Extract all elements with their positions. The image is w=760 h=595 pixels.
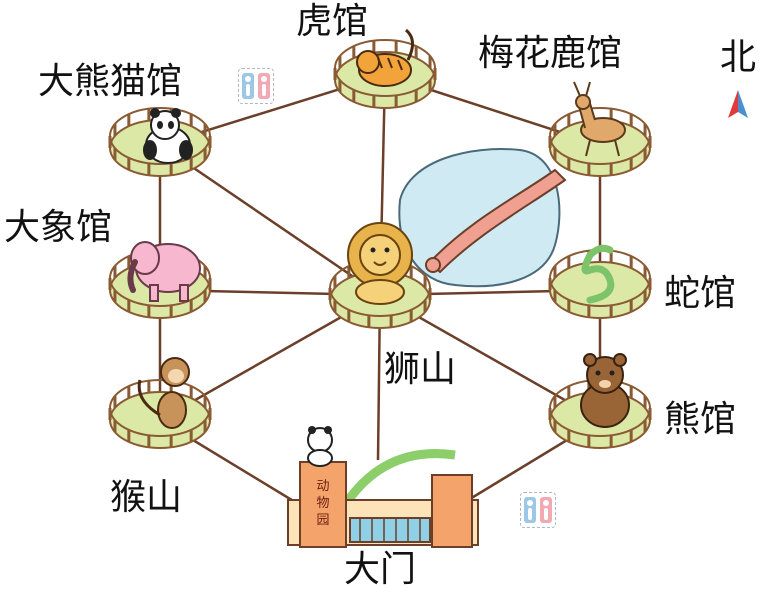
monkey-icon	[137, 357, 190, 429]
elephant-icon	[127, 241, 201, 302]
gate	[287, 426, 479, 548]
gate-sign-char: 物	[316, 496, 329, 511]
enclosure-deer	[548, 107, 652, 177]
lake	[398, 148, 561, 288]
panda-icon	[143, 108, 193, 164]
gate-sign-char: 园	[316, 513, 329, 528]
label-monkey-hill: 猴山	[110, 477, 183, 518]
gate-sign-char: 动	[316, 479, 329, 494]
label-north: 北	[720, 37, 757, 78]
label-deer-house: 梅花鹿馆	[478, 33, 623, 74]
bridge	[428, 168, 567, 274]
label-panda-house: 大熊猫馆	[38, 61, 183, 102]
deer-icon	[573, 81, 626, 157]
north-arrow-icon	[728, 90, 748, 118]
restroom-icon	[520, 492, 556, 528]
snake-icon	[581, 244, 615, 304]
label-snake-house: 蛇馆	[664, 273, 737, 314]
label-bear-house: 熊馆	[664, 399, 737, 440]
label-main-gate: 大门	[344, 549, 417, 590]
tiger-icon	[356, 28, 414, 87]
enclosure-snake	[548, 249, 652, 319]
restroom-icon	[238, 68, 274, 104]
lion-icon	[347, 222, 413, 305]
label-lion-hill: 狮山	[384, 349, 457, 390]
label-tiger-house: 虎馆	[296, 1, 369, 42]
label-elephant-house: 大象馆	[4, 207, 113, 248]
bear-icon	[580, 353, 630, 428]
